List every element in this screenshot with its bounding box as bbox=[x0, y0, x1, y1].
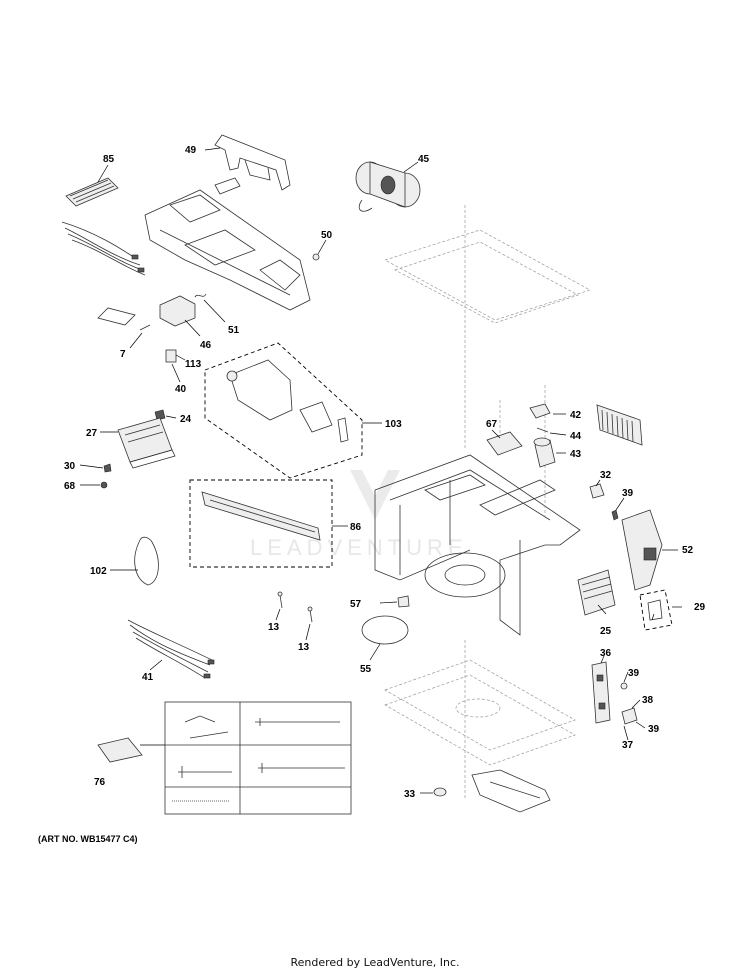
part-29-group[interactable] bbox=[639, 589, 673, 631]
label-33[interactable]: 33 bbox=[404, 789, 416, 800]
part-49-bracket[interactable] bbox=[214, 134, 291, 191]
label-13-b[interactable]: 13 bbox=[298, 642, 310, 653]
part-7-pin[interactable] bbox=[139, 324, 151, 331]
part-40-switch[interactable] bbox=[165, 349, 177, 363]
part-vent-grille[interactable] bbox=[596, 404, 643, 446]
part-76-hardware-table bbox=[164, 701, 352, 815]
label-51[interactable]: 51 bbox=[228, 325, 240, 336]
part-85-filter[interactable] bbox=[65, 177, 119, 207]
part-24-clip[interactable] bbox=[154, 409, 166, 421]
label-44[interactable]: 44 bbox=[570, 431, 582, 442]
label-102[interactable]: 102 bbox=[90, 566, 107, 577]
label-29[interactable]: 29 bbox=[694, 602, 706, 613]
part-bottom-tray[interactable] bbox=[471, 769, 551, 813]
label-46[interactable]: 46 bbox=[200, 340, 212, 351]
part-duct-assembly[interactable] bbox=[144, 177, 311, 311]
part-39-screw-b[interactable] bbox=[620, 682, 628, 690]
label-42[interactable]: 42 bbox=[570, 410, 582, 421]
label-32[interactable]: 32 bbox=[600, 470, 612, 481]
label-39-c[interactable]: 39 bbox=[648, 724, 660, 735]
part-bracket-plate[interactable] bbox=[97, 307, 136, 326]
part-39-screw[interactable] bbox=[611, 509, 619, 521]
label-38[interactable]: 38 bbox=[642, 695, 654, 706]
part-52-control-panel[interactable] bbox=[621, 509, 663, 591]
label-39-b[interactable]: 39 bbox=[628, 668, 640, 679]
part-86-group[interactable] bbox=[189, 479, 333, 568]
label-30[interactable]: 30 bbox=[64, 461, 76, 472]
label-76[interactable]: 76 bbox=[94, 777, 106, 788]
part-43-capacitor[interactable] bbox=[533, 437, 556, 468]
label-7[interactable]: 7 bbox=[120, 349, 126, 360]
label-45[interactable]: 45 bbox=[418, 154, 430, 165]
label-103[interactable]: 103 bbox=[385, 419, 402, 430]
part-13-screw-a[interactable] bbox=[277, 591, 283, 609]
label-13-a[interactable]: 13 bbox=[268, 622, 280, 633]
part-45-fan-motor[interactable] bbox=[355, 161, 421, 212]
part-36-latch[interactable] bbox=[591, 661, 611, 724]
label-39[interactable]: 39 bbox=[622, 488, 634, 499]
watermark-text: LEADVENTURE bbox=[250, 535, 468, 560]
part-46-module[interactable] bbox=[159, 295, 196, 327]
part-103-group[interactable] bbox=[204, 342, 363, 479]
part-67-pad[interactable] bbox=[486, 431, 523, 456]
part-68-nut[interactable] bbox=[100, 481, 108, 489]
part-102-gasket[interactable] bbox=[134, 536, 159, 586]
part-55-turntable[interactable] bbox=[361, 615, 409, 645]
label-37[interactable]: 37 bbox=[622, 740, 634, 751]
label-40[interactable]: 40 bbox=[175, 384, 187, 395]
label-43[interactable]: 43 bbox=[570, 449, 582, 460]
label-55[interactable]: 55 bbox=[360, 664, 372, 675]
label-57[interactable]: 57 bbox=[350, 599, 362, 610]
label-85[interactable]: 85 bbox=[103, 154, 115, 165]
part-30-clip[interactable] bbox=[103, 463, 112, 473]
part-51-spring[interactable] bbox=[194, 293, 207, 298]
part-42-bracket[interactable] bbox=[529, 403, 551, 419]
part-57-clip[interactable] bbox=[397, 595, 410, 608]
label-113[interactable]: 113 bbox=[185, 359, 202, 370]
part-13-screw-b[interactable] bbox=[307, 606, 313, 623]
part-50-screw[interactable] bbox=[312, 253, 320, 261]
label-50[interactable]: 50 bbox=[321, 230, 333, 241]
part-33-foot[interactable] bbox=[433, 787, 447, 797]
label-86[interactable]: 86 bbox=[350, 522, 362, 533]
label-68[interactable]: 68 bbox=[64, 481, 76, 492]
label-36[interactable]: 36 bbox=[600, 648, 612, 659]
part-41-harness[interactable] bbox=[127, 619, 215, 679]
part-38-switch[interactable] bbox=[621, 707, 638, 725]
label-67[interactable]: 67 bbox=[486, 419, 498, 430]
part-wire-harness-top[interactable] bbox=[61, 221, 146, 276]
part-44-clip[interactable] bbox=[536, 427, 549, 433]
label-24[interactable]: 24 bbox=[180, 414, 192, 425]
art-number: (ART NO. WB15477 C4) bbox=[38, 834, 138, 844]
label-41[interactable]: 41 bbox=[142, 672, 154, 683]
label-27[interactable]: 27 bbox=[86, 428, 98, 439]
part-25-magnetron[interactable] bbox=[577, 569, 616, 616]
label-25[interactable]: 25 bbox=[600, 626, 612, 637]
leadventure-watermark: LEADVENTURE bbox=[250, 470, 468, 560]
callout-labels: 85 49 45 50 51 46 7 113 40 42 44 43 67 1… bbox=[64, 145, 706, 800]
part-main-cabinet[interactable] bbox=[374, 205, 591, 800]
footer-credit: Rendered by LeadVenture, Inc. bbox=[290, 956, 460, 969]
part-76-bag[interactable] bbox=[97, 737, 143, 763]
part-27-grille[interactable] bbox=[117, 417, 176, 469]
part-32-block[interactable] bbox=[589, 483, 605, 499]
label-52[interactable]: 52 bbox=[682, 545, 694, 556]
label-49[interactable]: 49 bbox=[185, 145, 197, 156]
